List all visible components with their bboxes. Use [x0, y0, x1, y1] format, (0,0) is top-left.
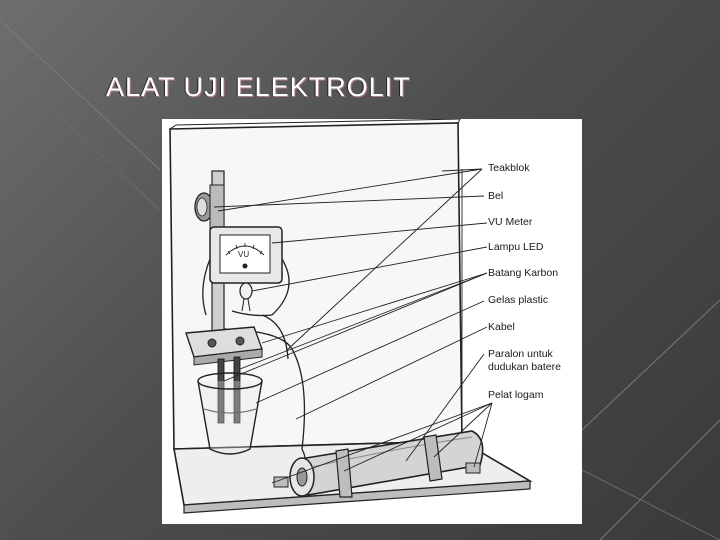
label-pelat-logam: Pelat logam — [488, 389, 544, 401]
vu-meter: VU — [209, 226, 283, 284]
leader-lines — [213, 168, 493, 484]
slide-title: ALAT UJI ELEKTROLIT — [106, 72, 411, 102]
label-vu-meter: VU Meter — [488, 216, 533, 228]
label-gelas-plastic: Gelas plastic — [488, 294, 548, 306]
label-batang-karbon: Batang Karbon — [488, 267, 558, 279]
metal-straps — [273, 434, 481, 498]
electrolyte-tester-diagram: VU — [162, 119, 582, 524]
vu-meter-text: VU — [238, 250, 249, 259]
led-lamp — [239, 282, 253, 312]
carbon-rods — [217, 356, 241, 424]
labels: Teakblok Bel VU Meter Lampu LED Batang K… — [488, 162, 561, 401]
label-kabel: Kabel — [488, 321, 515, 333]
label-lampu-led: Lampu LED — [488, 241, 544, 253]
label-bel: Bel — [488, 190, 503, 202]
label-paralon-line2: dudukan batere — [488, 361, 561, 373]
label-paralon-line1: Paralon untuk — [488, 348, 554, 360]
electrode-holder — [185, 326, 263, 366]
label-teakblok: Teakblok — [488, 162, 530, 174]
plastic-glass — [197, 372, 263, 455]
